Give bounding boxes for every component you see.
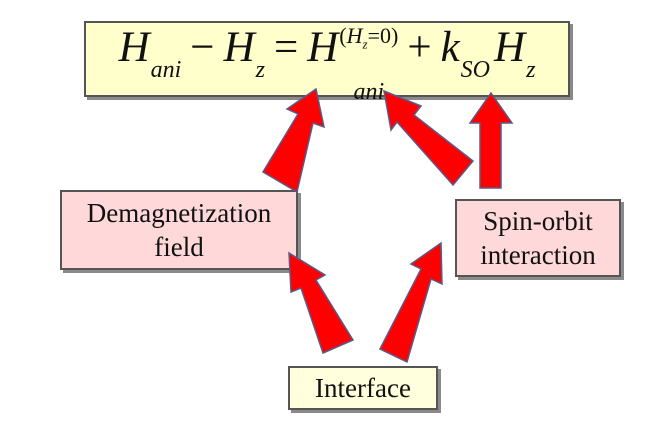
eq-ani-subscript-1: ani xyxy=(150,56,182,83)
eq-supsub: (Hz=0) ani xyxy=(339,24,398,104)
eq-k: k xyxy=(440,23,460,71)
arrow-interface-to-spinorbit xyxy=(378,241,443,364)
eq-superscript: (Hz=0) xyxy=(339,22,399,52)
eq-z-subscript-1: z xyxy=(255,56,265,83)
eq-H2: H xyxy=(223,23,255,71)
eq-ani-subscript-2: ani xyxy=(353,79,385,106)
demagnetization-field-box: Demagnetization field xyxy=(60,190,298,270)
arrow-spinorbit-to-equation xyxy=(383,89,475,187)
eq-plus: + xyxy=(407,23,432,71)
arrow-demag-to-equation xyxy=(261,87,326,194)
eq-z-subscript-2: z xyxy=(526,56,536,83)
spin-orbit-label: Spin-orbit interaction xyxy=(480,206,596,270)
eq-SO-subscript: SO xyxy=(460,56,491,83)
eq-H4: H xyxy=(494,23,526,71)
interface-label: Interface xyxy=(315,373,411,403)
eq-equals: = xyxy=(273,23,299,71)
arrow-spinorbit-to-spinorbit-term xyxy=(468,91,514,189)
spin-orbit-box: Spin-orbit interaction xyxy=(455,199,621,277)
eq-minus: − xyxy=(190,23,215,71)
arrow-interface-to-demag xyxy=(288,251,355,355)
interface-box: Interface xyxy=(288,366,438,410)
eq-H1: H xyxy=(118,23,150,71)
demagnetization-field-label: Demagnetization field xyxy=(86,198,272,262)
eq-H3: H xyxy=(307,23,339,71)
